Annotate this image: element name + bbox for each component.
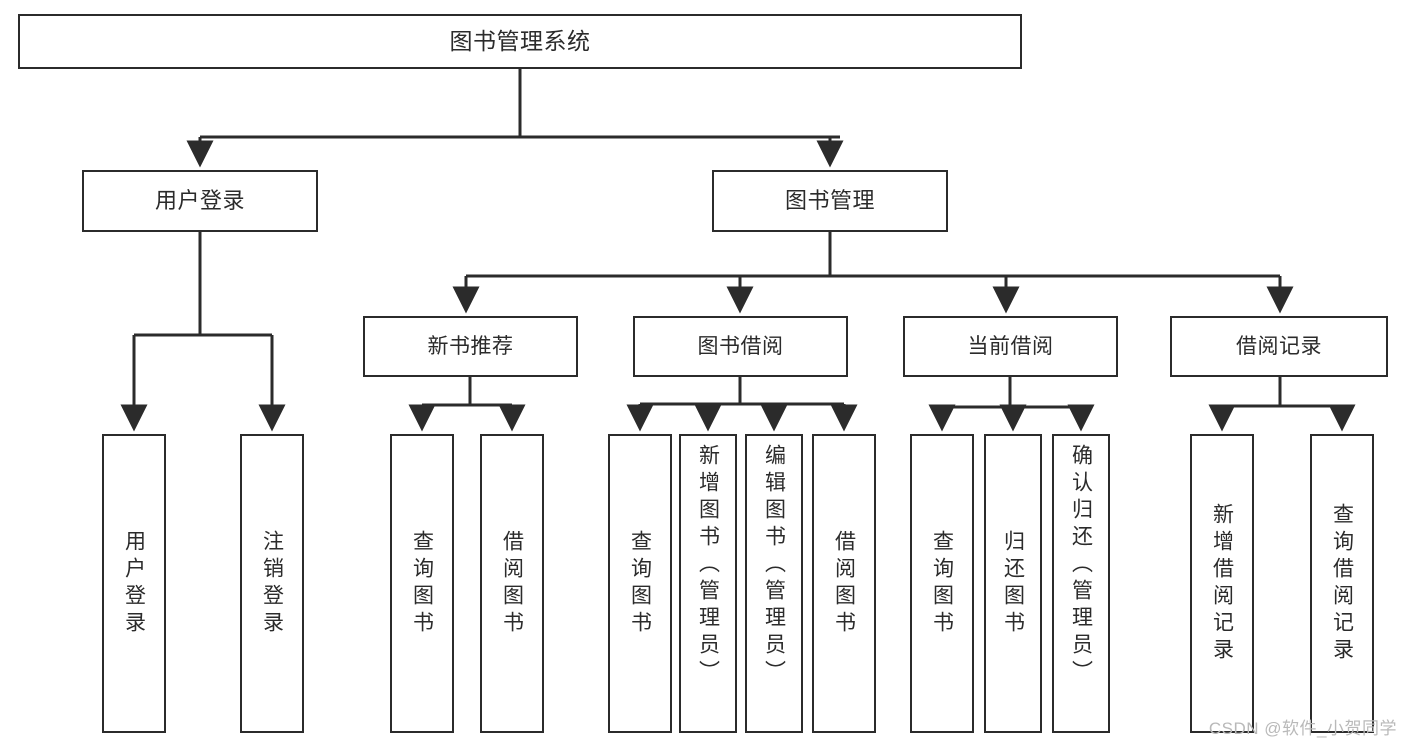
node-leaf-borrow-book-2[interactable]: 借阅图书 [812,434,876,733]
node-leaf-return-book-label: 归还图书 [1001,529,1025,638]
node-leaf-query-book-2-label: 查询图书 [628,529,652,638]
node-leaf-edit-book-admin[interactable]: 编辑图书（管理员） [745,434,803,733]
watermark: CSDN @软件_小贺同学 [1208,719,1397,738]
node-leaf-edit-book-admin-label: 编辑图书（管理员） [762,444,786,687]
node-leaf-add-book-admin-label: 新增图书（管理员） [696,444,720,687]
node-leaf-confirm-return-admin[interactable]: 确认归还（管理员） [1052,434,1110,733]
node-leaf-query-book-2[interactable]: 查询图书 [608,434,672,733]
node-new-book-rec-label: 新书推荐 [427,334,514,358]
node-book-borrow-label: 图书借阅 [697,334,784,358]
node-current-borrow-label: 当前借阅 [967,334,1054,358]
node-borrow-record[interactable]: 借阅记录 [1170,316,1388,377]
node-leaf-user-login-label: 用户登录 [122,529,146,638]
node-leaf-borrow-book-1-label: 借阅图书 [500,529,524,638]
node-leaf-query-record-label: 查询借阅记录 [1330,502,1354,665]
node-book-borrow[interactable]: 图书借阅 [633,316,848,377]
node-new-book-rec[interactable]: 新书推荐 [363,316,578,377]
node-leaf-borrow-book-2-label: 借阅图书 [832,529,856,638]
node-leaf-confirm-return-admin-label: 确认归还（管理员） [1069,444,1093,687]
node-root[interactable]: 图书管理系统 [18,14,1022,69]
node-book-manage-label: 图书管理 [784,187,875,213]
node-current-borrow[interactable]: 当前借阅 [903,316,1118,377]
node-leaf-query-book-3-label: 查询图书 [930,529,954,638]
node-leaf-logout-label: 注销登录 [260,529,284,638]
node-leaf-add-record-label: 新增借阅记录 [1210,502,1234,665]
node-root-label: 图书管理系统 [449,27,591,54]
node-user-login-label: 用户登录 [154,187,245,213]
node-user-login[interactable]: 用户登录 [82,170,318,232]
node-leaf-add-record[interactable]: 新增借阅记录 [1190,434,1254,733]
node-leaf-return-book[interactable]: 归还图书 [984,434,1042,733]
node-leaf-query-book-1[interactable]: 查询图书 [390,434,454,733]
node-leaf-logout[interactable]: 注销登录 [240,434,304,733]
node-leaf-query-book-1-label: 查询图书 [410,529,434,638]
node-borrow-record-label: 借阅记录 [1236,334,1322,358]
node-book-manage[interactable]: 图书管理 [712,170,948,232]
node-leaf-user-login[interactable]: 用户登录 [102,434,166,733]
node-leaf-add-book-admin[interactable]: 新增图书（管理员） [679,434,737,733]
node-leaf-query-record[interactable]: 查询借阅记录 [1310,434,1374,733]
node-leaf-borrow-book-1[interactable]: 借阅图书 [480,434,544,733]
node-leaf-query-book-3[interactable]: 查询图书 [910,434,974,733]
